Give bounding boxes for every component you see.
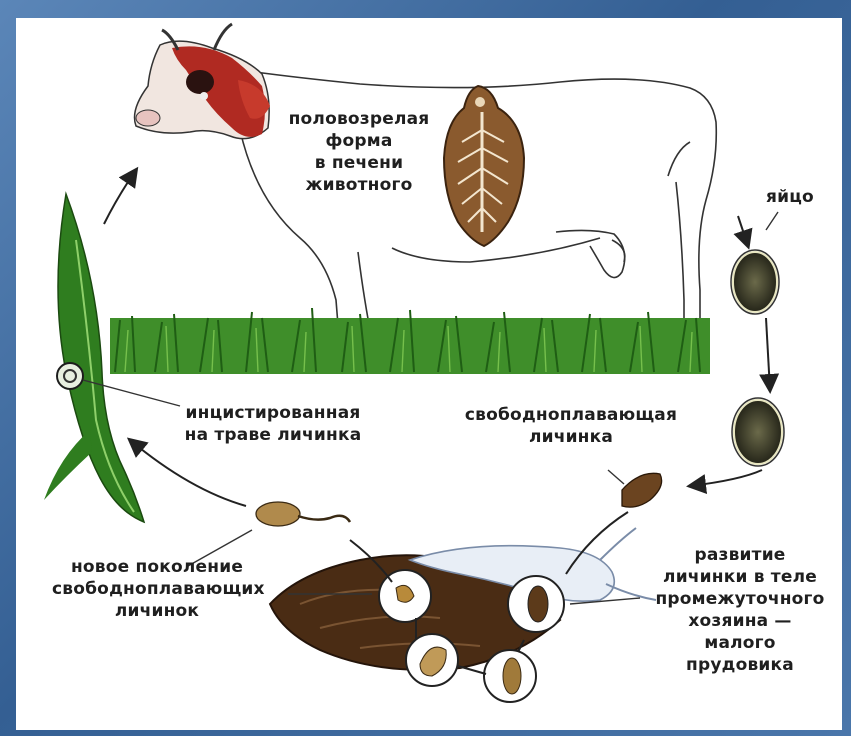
grass-strip <box>110 308 710 374</box>
development-stage-1 <box>379 570 431 622</box>
new-generation-larva <box>256 502 350 526</box>
development-stage-4 <box>484 650 536 702</box>
label-free-larva: свободноплавающая личинка <box>456 404 686 448</box>
label-adult-form: половозрелая форма в печени животного <box>270 108 448 196</box>
adult-fluke <box>444 86 524 246</box>
snail <box>270 528 656 670</box>
label-cyst-larva: инцистированная на траве личинка <box>178 402 368 446</box>
development-stage-2 <box>508 576 564 632</box>
development-stage-3 <box>406 634 458 686</box>
label-development: развитие личинки в теле промежуточного х… <box>650 544 830 676</box>
egg-1 <box>731 250 779 314</box>
cyst-icon <box>57 363 83 389</box>
label-egg: яйцо <box>760 186 820 208</box>
free-larva <box>622 473 662 507</box>
label-new-generation: новое поколение свободноплавающих личино… <box>52 556 262 622</box>
cow-head <box>135 24 271 139</box>
egg-2 <box>732 398 784 466</box>
